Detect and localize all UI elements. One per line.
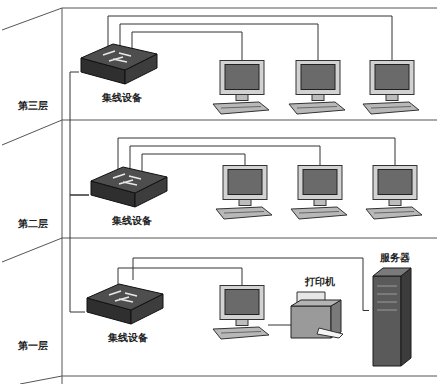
floor-band: 第二层 集线设备 <box>0 120 437 238</box>
hub-device: 集线设备 <box>79 40 165 104</box>
device-label: 集线设备 <box>85 332 171 344</box>
hub-device: 集线设备 <box>85 280 171 344</box>
server-icon <box>369 264 415 369</box>
printer-icon <box>289 288 345 346</box>
hub-icon <box>79 40 159 92</box>
network-cable <box>133 258 369 311</box>
hub-icon <box>85 280 165 332</box>
device-label: 打印机 <box>289 276 351 288</box>
network-cable <box>70 195 89 312</box>
network-cable <box>70 72 89 195</box>
device-label: 集线设备 <box>79 92 165 104</box>
floor-frame <box>2 8 437 384</box>
floor-label: 第二层 <box>18 218 48 230</box>
floor-band: 第三层 集线设备 <box>0 8 437 120</box>
device-label: 服务器 <box>369 252 421 264</box>
floor-label: 第一层 <box>18 340 48 352</box>
printer-device: 打印机 <box>289 276 351 346</box>
floor-label: 第三层 <box>18 100 48 112</box>
hub-icon <box>89 163 169 215</box>
device-label: 集线设备 <box>89 215 175 227</box>
hub-device: 集线设备 <box>89 163 175 227</box>
floor-band: 第一层 集线设备 打印机 服务器 <box>0 238 437 384</box>
server-device: 服务器 <box>369 252 421 369</box>
network-wires <box>108 16 395 325</box>
